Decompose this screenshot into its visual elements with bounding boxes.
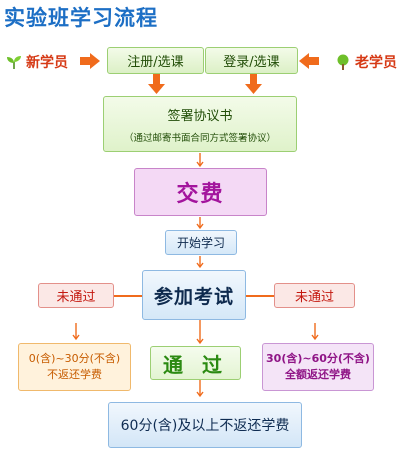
mid-score-line2: 全额返还学费 [285, 368, 351, 381]
mid-score-box: 30(含)~60分(不含) 全额返还学费 [262, 343, 374, 391]
arrow-down-icon [196, 320, 204, 345]
arrow-down-icon [311, 323, 319, 341]
arrow-right-icon [80, 53, 100, 69]
register-old-label: 登录/选课 [223, 55, 280, 70]
high-score-label: 60分(含)及以上不返还学费 [120, 418, 290, 434]
sign-agreement-box: 签署协议书 （通过邮寄书面合同方式签署协议） [103, 96, 297, 152]
arrow-down-icon [148, 74, 165, 94]
start-learning-label: 开始学习 [176, 236, 225, 250]
arrow-down-icon [245, 74, 262, 94]
fail-right-box: 未通过 [274, 283, 355, 308]
arrow-left-icon [299, 53, 319, 69]
arrow-down-icon [196, 153, 204, 168]
low-score-box: 0(含)~30分(不含) 不返还学费 [18, 343, 131, 391]
pay-label: 交费 [176, 182, 225, 207]
register-new-box: 注册/选课 [107, 47, 204, 74]
mid-score-line1: 30(含)~60分(不含) [266, 352, 370, 365]
fail-left-box: 未通过 [38, 283, 114, 308]
register-old-box: 登录/选课 [205, 47, 298, 74]
fail-left-label: 未通过 [56, 290, 96, 305]
pass-box: 通 过 [150, 346, 241, 380]
arrow-down-icon [196, 256, 204, 269]
sign-title: 签署协议书 [167, 108, 233, 124]
page-title: 实验班学习流程 [4, 6, 158, 30]
new-student-label: 新学员 [6, 52, 68, 72]
arrow-down-icon [196, 217, 204, 230]
sign-subtitle: （通过邮寄书面合同方式签署协议） [123, 132, 276, 144]
start-learning-box: 开始学习 [165, 230, 237, 255]
exam-label: 参加考试 [153, 285, 234, 308]
pass-label: 通 过 [163, 352, 228, 377]
pay-box: 交费 [134, 168, 267, 216]
low-score-line2: 不返还学费 [47, 368, 102, 381]
leaf-icon [7, 56, 21, 69]
old-student-label: 老学员 [335, 52, 397, 72]
high-score-box: 60分(含)及以上不返还学费 [108, 402, 302, 448]
tree-icon [337, 54, 349, 70]
arrow-down-icon [196, 380, 204, 398]
fail-right-label: 未通过 [294, 290, 334, 305]
register-new-label: 注册/选课 [127, 55, 184, 70]
low-score-line1: 0(含)~30分(不含) [28, 352, 121, 365]
exam-box: 参加考试 [142, 270, 246, 320]
arrow-down-icon [72, 323, 80, 341]
old-student-text: 老学员 [355, 55, 397, 71]
new-student-text: 新学员 [26, 55, 68, 71]
